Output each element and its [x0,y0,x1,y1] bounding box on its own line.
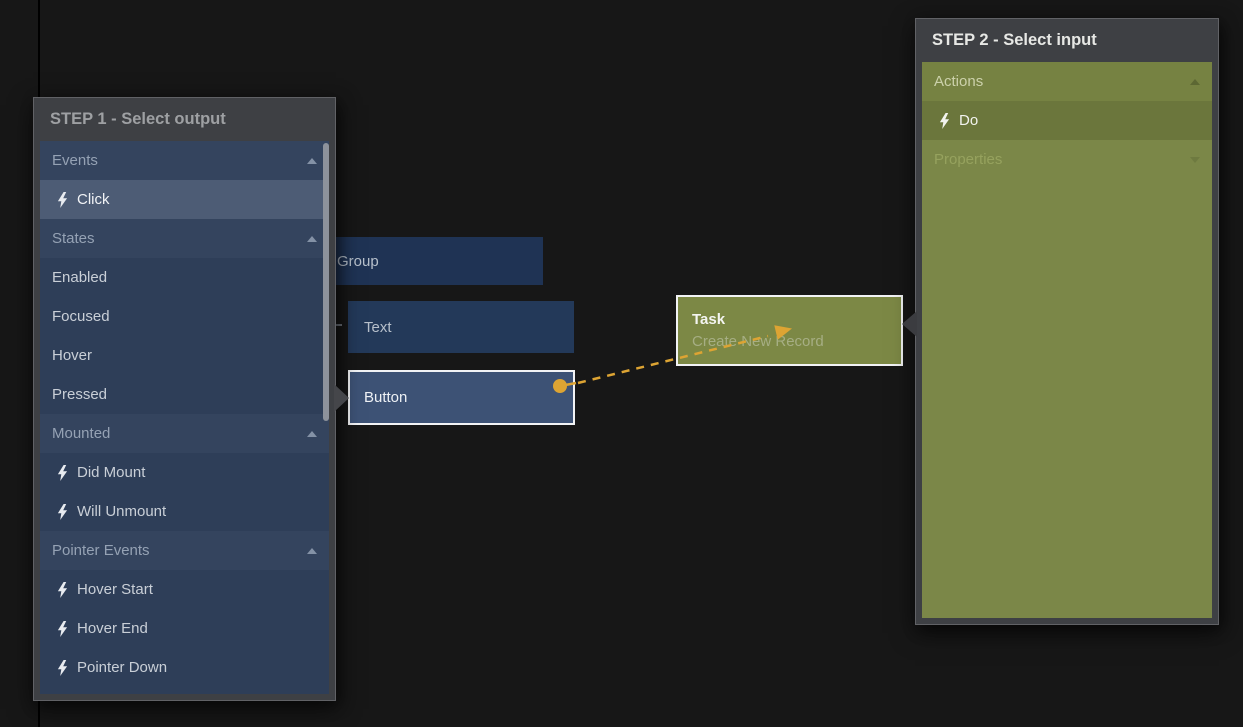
node-button-label: Button [364,389,408,406]
option-click[interactable]: Click [40,180,329,219]
collapse-up-icon [307,235,317,242]
step1-panel: STEP 1 - Select output Events Click Stat… [33,97,349,701]
scrollbar-thumb[interactable] [323,143,329,421]
collapse-up-icon [1190,78,1200,85]
lightning-icon [57,620,68,637]
lightning-icon [57,659,68,676]
node-task-label: Task [692,310,726,328]
option-hover[interactable]: Hover [52,347,93,364]
option-enabled[interactable]: Enabled [52,269,108,286]
collapse-up-icon [307,430,317,437]
lightning-icon [57,191,68,208]
option-pointer-down[interactable]: Pointer Down [40,648,329,687]
option-hover-end[interactable]: Hover End [40,609,329,648]
section-mounted[interactable]: Mounted [40,414,329,453]
collapse-up-icon [307,547,317,554]
lightning-icon [57,503,68,520]
node-group-label: Group [337,252,379,270]
option-focused[interactable]: Focused [52,308,110,325]
option-pressed[interactable]: Pressed [52,386,108,403]
collapse-up-icon [307,157,317,164]
section-events[interactable]: Events [40,141,329,180]
section-pointer-events[interactable]: Pointer Events [40,531,329,570]
lightning-icon [939,112,950,129]
option-do[interactable]: Do [922,101,1212,140]
step2-option-list: Actions Do Properties [922,62,1212,618]
node-task-sublabel: Create New Record [692,332,824,350]
lightning-icon [57,581,68,598]
step1-pointer-arrow [334,384,349,412]
step1-option-list: Events Click States Enabled Focused Hove… [40,141,329,694]
lightning-icon [57,464,68,481]
node-text[interactable]: Text [348,301,574,353]
option-will-unmount[interactable]: Will Unmount [40,492,329,531]
option-hover-start[interactable]: Hover Start [40,570,329,609]
step2-pointer-arrow [902,311,917,337]
node-task[interactable]: Task Create New Record [676,295,903,366]
step2-panel: STEP 2 - Select input Actions Do Propert… [902,18,1219,625]
step2-panel-title: STEP 2 - Select input [932,31,1097,49]
tree-connector-stub [334,324,342,326]
node-text-label: Text [364,318,392,336]
section-properties[interactable]: Properties [922,140,1212,179]
node-button[interactable]: Button [348,370,575,425]
section-actions[interactable]: Actions [922,62,1212,101]
step1-panel-title: STEP 1 - Select output [50,110,226,128]
collapse-down-icon [1190,156,1200,163]
option-did-mount[interactable]: Did Mount [40,453,329,492]
section-states[interactable]: States [40,219,329,258]
